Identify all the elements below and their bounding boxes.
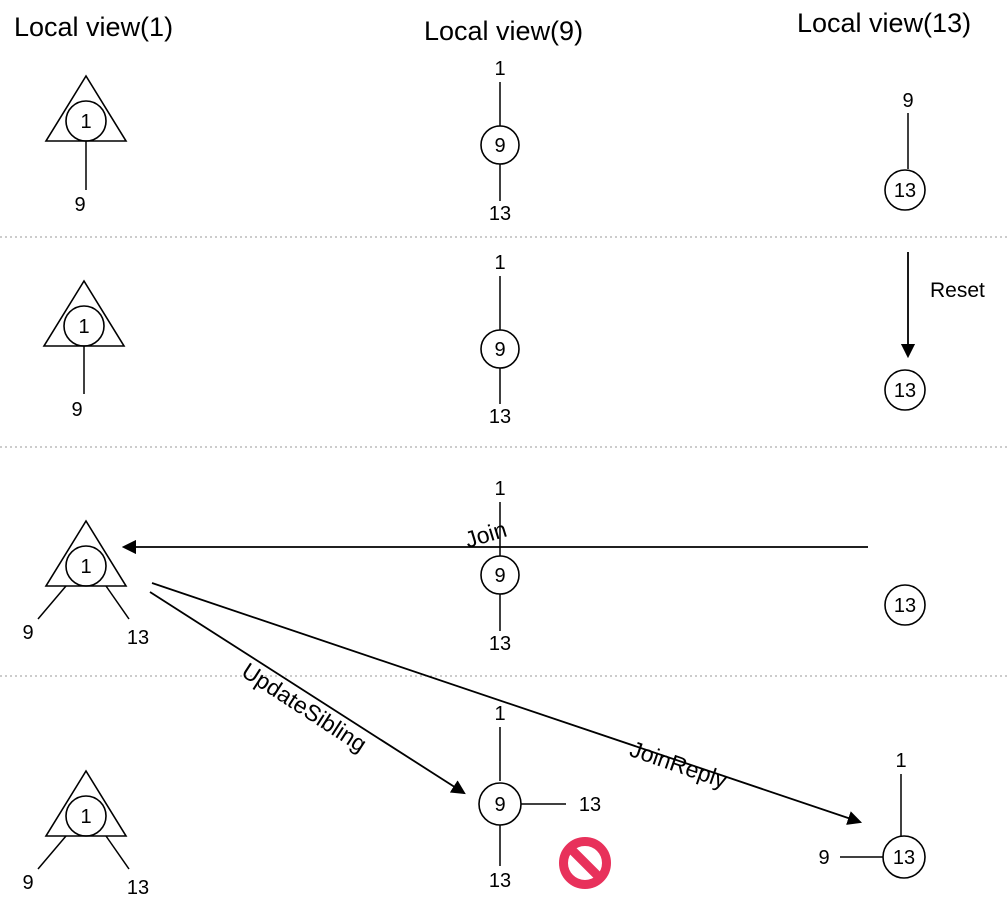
row-1-view-of-node-9: 1 9 13 (480, 58, 520, 225)
header-local-view-9: Local view(9) (424, 16, 583, 46)
node-label: 9 (494, 135, 505, 157)
node-label: 13 (894, 180, 916, 202)
parent-label: 1 (494, 478, 505, 500)
no-entry-slash (566, 844, 604, 882)
child-label: 9 (22, 872, 33, 894)
row-1-view-of-node-13: 9 13 (884, 90, 926, 211)
node-label: 1 (80, 806, 91, 828)
node-circle-13 (884, 169, 926, 211)
node-label: 13 (894, 380, 916, 402)
no-entry-icon (559, 837, 611, 889)
node-circle-1 (65, 545, 107, 587)
node-label: 1 (80, 556, 91, 578)
edge-1-to-13 (105, 835, 130, 870)
node-label: 1 (78, 316, 89, 338)
child-label: 13 (489, 406, 511, 428)
join-reply-arrow (151, 582, 863, 825)
node-label: 13 (894, 595, 916, 617)
edge-1-to-9 (37, 835, 67, 870)
child-label: 9 (71, 399, 82, 421)
node-circle-13 (884, 584, 926, 626)
header-local-view-1: Local view(1) (14, 12, 173, 42)
node-label: 9 (494, 794, 505, 816)
node-circle-1 (65, 795, 107, 837)
parent-label: 1 (895, 750, 906, 772)
node-label: 9 (494, 565, 505, 587)
row-4-view-of-node-9: 1 9 13 13 (478, 703, 611, 892)
row-4-view-of-node-1: 1 9 13 (22, 769, 149, 899)
row-2-view-of-node-13: Reset 13 (884, 252, 985, 411)
sibling-label: 9 (818, 847, 829, 869)
parent-label: 1 (494, 252, 505, 274)
child-label: 9 (74, 194, 85, 216)
edge-1-to-9 (37, 585, 67, 620)
no-entry-ring (559, 837, 611, 889)
child-label: 13 (489, 633, 511, 655)
child-label: 13 (127, 877, 149, 899)
child-label: 13 (489, 203, 511, 225)
parent-label: 9 (902, 90, 913, 112)
update-sibling-arrow (149, 591, 466, 795)
child-label: 13 (489, 870, 511, 892)
node-label: 1 (80, 111, 91, 133)
edge-1-to-13 (105, 585, 130, 620)
node-label: 13 (893, 847, 915, 869)
row-3-view-of-node-13: 13 (884, 584, 926, 626)
row-3-view-of-node-1: 1 9 13 (22, 519, 149, 649)
row-3-view-of-node-9: 1 9 13 (480, 478, 520, 655)
row-4-view-of-node-13: 1 13 9 (818, 750, 926, 879)
node-label: 9 (494, 339, 505, 361)
join-reply-label: JoinReply (627, 736, 731, 794)
row-1-view-of-node-1: 1 9 (44, 74, 128, 216)
update-sibling-message: UpdateSibling (149, 591, 466, 795)
sibling-label: 13 (579, 794, 601, 816)
header-local-view-13: Local view(13) (797, 8, 971, 38)
parent-label: 1 (494, 58, 505, 80)
update-sibling-label: UpdateSibling (237, 657, 371, 757)
node-circle-13 (884, 369, 926, 411)
reset-label: Reset (930, 279, 985, 302)
row-2-view-of-node-9: 1 9 13 (480, 252, 520, 428)
row-2-view-of-node-1: 1 9 (42, 279, 126, 421)
child-label: 13 (127, 627, 149, 649)
join-message: Join (121, 516, 868, 555)
child-label: 9 (22, 622, 33, 644)
parent-label: 1 (494, 703, 505, 725)
